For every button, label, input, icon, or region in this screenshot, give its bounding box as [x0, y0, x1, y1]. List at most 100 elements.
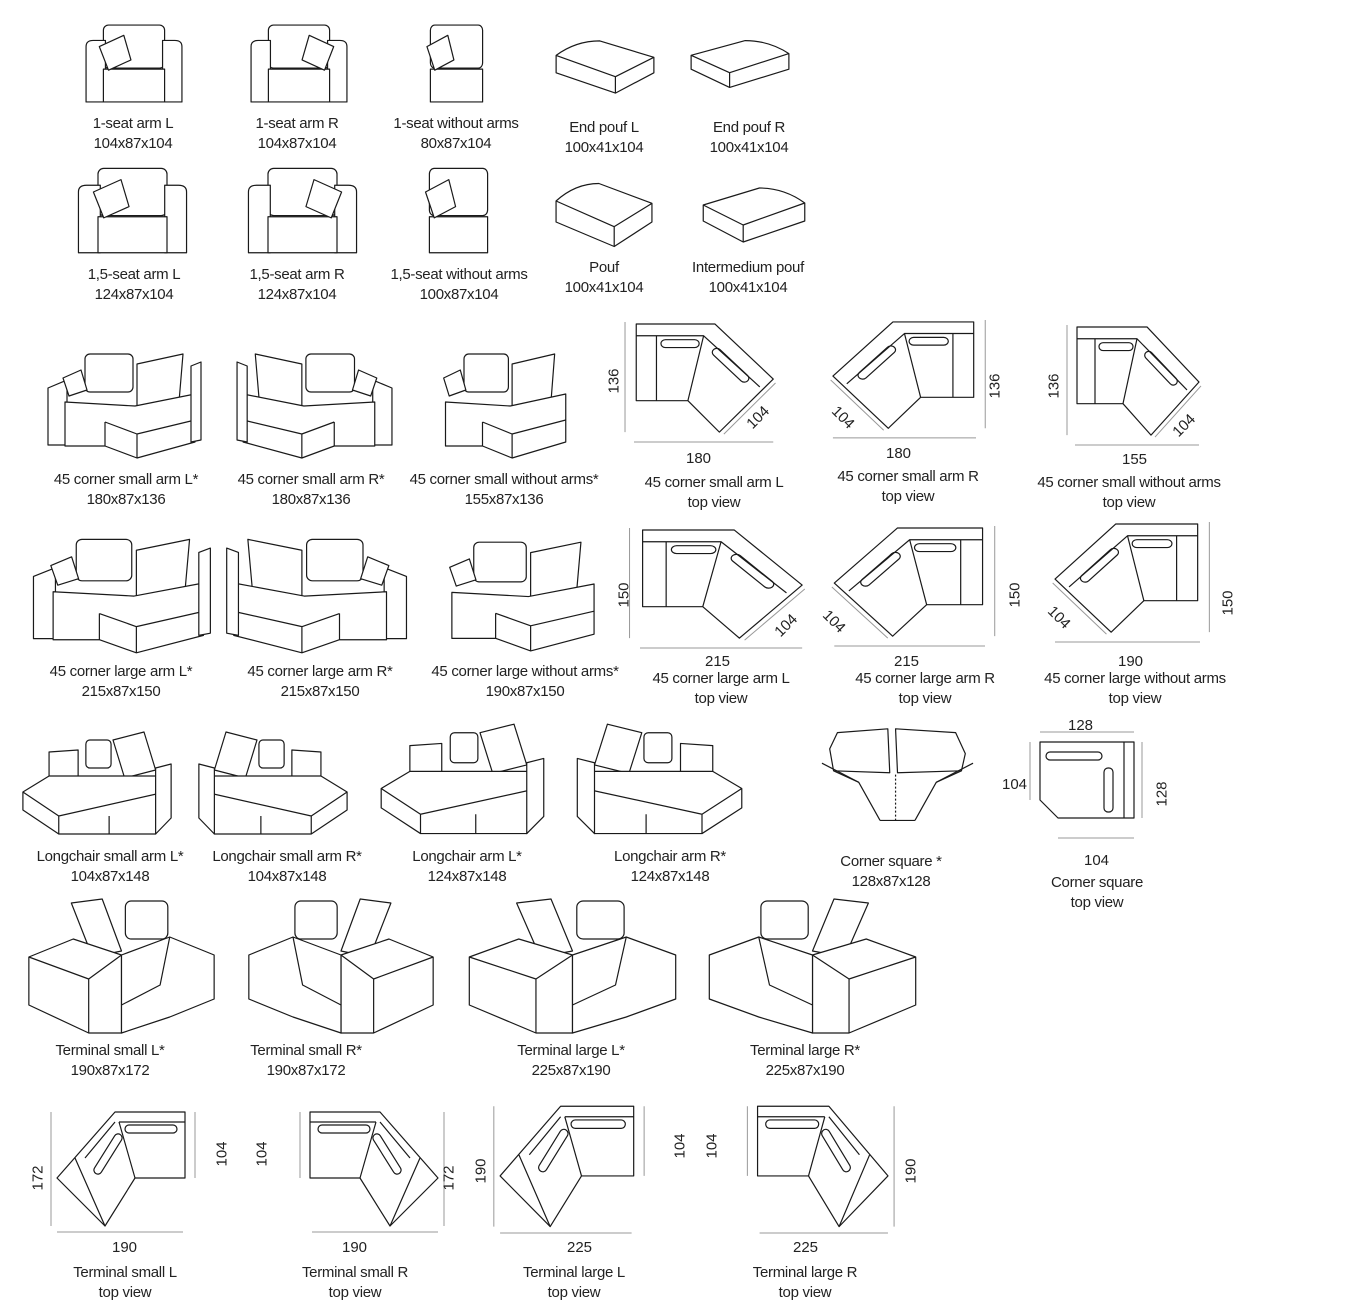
45-corner-large-arm-r-drawing [222, 535, 410, 655]
45-corner-small-without-arms-drawing [427, 350, 575, 460]
product-dims: 190x87x172 [70, 1062, 150, 1079]
dimension-width: 180 [886, 445, 912, 462]
1-5-seat-arm-r-drawing [245, 165, 360, 255]
end-pouf-r-drawing [688, 38, 792, 90]
top-view-name: Terminal small R [301, 1264, 409, 1281]
product-caption: 45 corner small arm L* 180x87x136 [53, 470, 199, 510]
line-drawing [1030, 738, 1145, 848]
product-caption: 45 corner small arm R*180x87x136 [238, 470, 385, 510]
top-view-subtitle: top view [1070, 894, 1124, 911]
product-caption: 45 corner large arm L*215x87x150 [50, 662, 193, 702]
line-drawing [688, 38, 792, 90]
line-drawing [827, 526, 985, 644]
line-drawing [573, 722, 745, 840]
45-corner-large-arm-l-top-view [640, 528, 810, 646]
45-corner-large-without-arms-drawing [430, 538, 605, 653]
line-drawing [45, 350, 205, 460]
top-view-name: 45 corner large arm R [855, 670, 995, 687]
product-name: Pouf [589, 259, 619, 276]
45-corner-small-arm-r-drawing [233, 350, 395, 460]
product-name: Longchair small arm R* [212, 848, 362, 865]
top-view-subtitle: top view [778, 1284, 832, 1301]
product-name: 45 corner small without arms* [409, 471, 599, 488]
top-view-subtitle: top view [547, 1284, 601, 1301]
top-view-subtitle: top view [694, 690, 748, 707]
product-dims: 80x87x104 [420, 135, 492, 152]
top-view-caption: 45 corner large arm R top view [855, 669, 995, 709]
product-caption: Terminal large R*225x87x190 [750, 1041, 860, 1081]
line-drawing [55, 1108, 215, 1233]
line-drawing [640, 528, 810, 646]
line-drawing [245, 895, 437, 1035]
45-corner-small-arm-r-top-view [826, 320, 976, 436]
product-name: Corner square * [840, 853, 942, 870]
45-corner-small-arm-l-top-view [634, 322, 780, 440]
top-view-name: 45 corner small arm L [644, 474, 784, 491]
product-dims: 225x87x190 [531, 1062, 611, 1079]
product-name: 1-seat arm R [255, 115, 339, 132]
top-view-caption: 45 corner small arm L top view [645, 473, 784, 513]
dimension-top: 128 [1068, 717, 1094, 734]
product-caption: 1-seat without arms 80x87x104 [393, 114, 518, 154]
45-corner-large-arm-r-top-view [827, 526, 985, 644]
terminal-large-l-top-view [498, 1102, 665, 1234]
product-dims: 104x87x148 [70, 868, 150, 885]
product-name: Terminal small L* [55, 1042, 165, 1059]
product-name: 1,5-seat without arms [390, 266, 528, 283]
top-view-subtitle: top view [898, 690, 952, 707]
product-name: End pouf R [712, 119, 786, 136]
top-view-subtitle: top view [1102, 494, 1156, 511]
1-seat-arm-r-drawing [248, 22, 350, 104]
product-name: Longchair arm R* [614, 848, 726, 865]
longchair-arm-l-drawing [378, 722, 548, 840]
dimension-depth: 150 [1219, 590, 1237, 616]
line-drawing [826, 320, 976, 436]
product-name: 45 corner small arm L* [53, 471, 199, 488]
line-drawing [378, 722, 548, 840]
line-drawing [498, 1102, 665, 1234]
dimension-inner: 104 [703, 1133, 721, 1159]
product-dims: 104x87x148 [247, 868, 327, 885]
product-dims: 124x87x148 [630, 868, 710, 885]
1-seat-without-arms-drawing [413, 22, 500, 104]
product-caption: Terminal large L* 225x87x190 [517, 1041, 625, 1081]
product-caption: Longchair arm R* 124x87x148 [614, 847, 726, 887]
product-name: Longchair small arm L* [36, 848, 184, 865]
product-dims: 100x41x104 [564, 139, 644, 156]
45-corner-small-arm-l-drawing [45, 350, 205, 460]
longchair-small-arm-l-drawing [20, 730, 175, 840]
product-caption: Terminal small L* 190x87x172 [55, 1041, 164, 1081]
1-5-seat-arm-l-drawing [75, 165, 190, 255]
product-dims: 128x87x128 [851, 873, 931, 890]
dimension-left: 104 [1002, 776, 1028, 793]
product-caption: Pouf 100x41x104 [565, 258, 644, 298]
corner-square-drawing [820, 725, 975, 830]
line-drawing [20, 730, 175, 840]
dimension-width: 190 [342, 1239, 368, 1256]
top-view-subtitle: top view [687, 494, 741, 511]
1-5-seat-without-arms-drawing [410, 165, 507, 255]
product-name: Terminal large L* [517, 1042, 625, 1059]
terminal-large-l-drawing [465, 895, 680, 1035]
top-view-name: Terminal small L [73, 1264, 177, 1281]
top-view-subtitle: top view [328, 1284, 382, 1301]
dimension-bottom: 104 [1084, 852, 1110, 869]
product-name: End pouf L [569, 119, 639, 136]
line-drawing [195, 730, 350, 840]
dimension-depth: 190 [902, 1158, 920, 1184]
product-dims: 124x87x148 [427, 868, 507, 885]
top-view-name: Terminal large R [752, 1264, 858, 1281]
product-caption: 45 corner large without arms*190x87x150 [431, 662, 619, 702]
product-dims: 100x41x104 [564, 279, 644, 296]
product-dims: 180x87x136 [86, 491, 166, 508]
line-drawing [222, 535, 410, 655]
end-pouf-l-drawing [553, 38, 657, 96]
corner-square-top-view [1030, 738, 1145, 848]
product-name: 1-seat without arms [393, 115, 519, 132]
dimension-depth: 136 [1045, 373, 1063, 399]
